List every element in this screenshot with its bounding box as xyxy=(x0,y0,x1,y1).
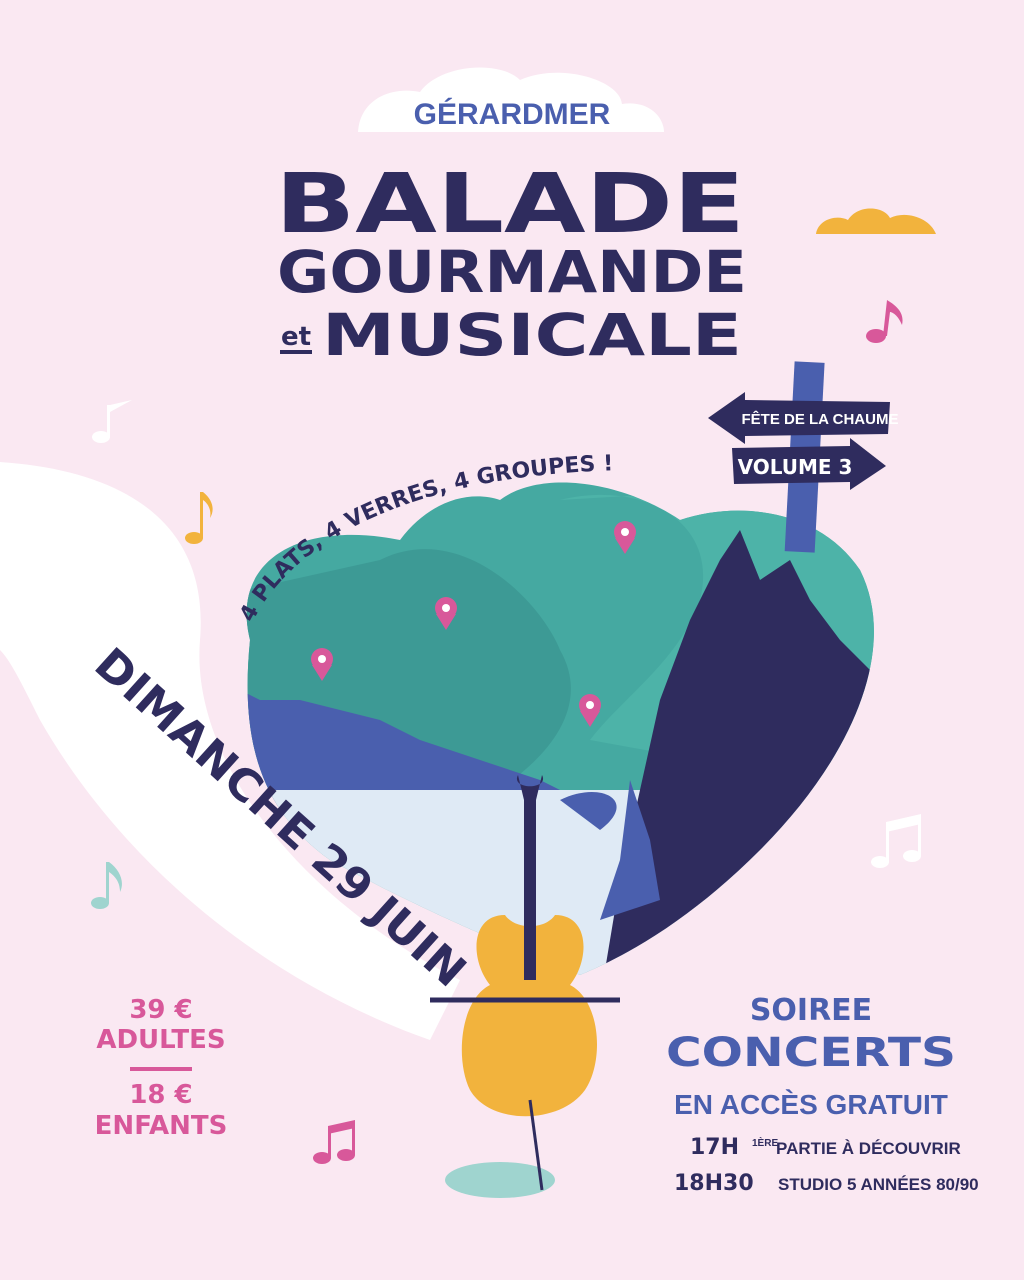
schedule-desc-1: PARTIE À DÉCOUVRIR xyxy=(776,1139,961,1158)
music-note-icon xyxy=(185,492,213,544)
concerts-line1: SOIREE xyxy=(750,993,872,1028)
child-price: 18 € xyxy=(129,1080,192,1110)
title-line3: MUSICALE xyxy=(322,301,742,369)
map-pin-icon xyxy=(435,597,457,630)
music-note-icon xyxy=(871,814,921,868)
concerts-line3: EN ACCÈS GRATUIT xyxy=(674,1089,948,1120)
cloud-orange xyxy=(816,208,936,234)
price-divider xyxy=(130,1067,192,1071)
sign-right[interactable] xyxy=(732,438,886,490)
adult-price: 39 € xyxy=(129,995,192,1025)
schedule-desc-2: STUDIO 5 ANNÉES 80/90 xyxy=(778,1175,979,1194)
sign-left[interactable] xyxy=(708,392,890,444)
child-label: ENFANTS xyxy=(95,1111,228,1141)
music-note-icon xyxy=(92,400,132,443)
title-line2: GOURMANDE xyxy=(277,238,747,306)
sign-left-label: FÊTE DE LA CHAUME xyxy=(742,410,899,428)
schedule-sup-1: 1ÈRE xyxy=(752,1136,778,1149)
cloud-top xyxy=(358,67,664,132)
adult-label: ADULTES xyxy=(96,1025,225,1055)
map-pin-icon xyxy=(579,694,601,727)
title-et: et xyxy=(281,322,311,352)
concerts-line2: CONCERTS xyxy=(666,1030,956,1076)
map-pin-icon xyxy=(614,521,636,554)
map-pins xyxy=(311,521,636,727)
music-note-icon xyxy=(91,862,122,909)
location-label: GÉRARDMER xyxy=(414,97,611,131)
schedule-time-1: 17H xyxy=(690,1135,739,1160)
map-pin-icon xyxy=(311,648,333,681)
music-note-icon xyxy=(313,1120,355,1164)
music-note-icon xyxy=(866,300,903,343)
cello-illustration xyxy=(430,775,620,1198)
ribbon xyxy=(0,462,460,1040)
title-line1: BALADE xyxy=(275,157,745,252)
schedule-time-2: 18H30 xyxy=(674,1171,754,1196)
sign-right-label: VOLUME 3 xyxy=(738,455,853,479)
